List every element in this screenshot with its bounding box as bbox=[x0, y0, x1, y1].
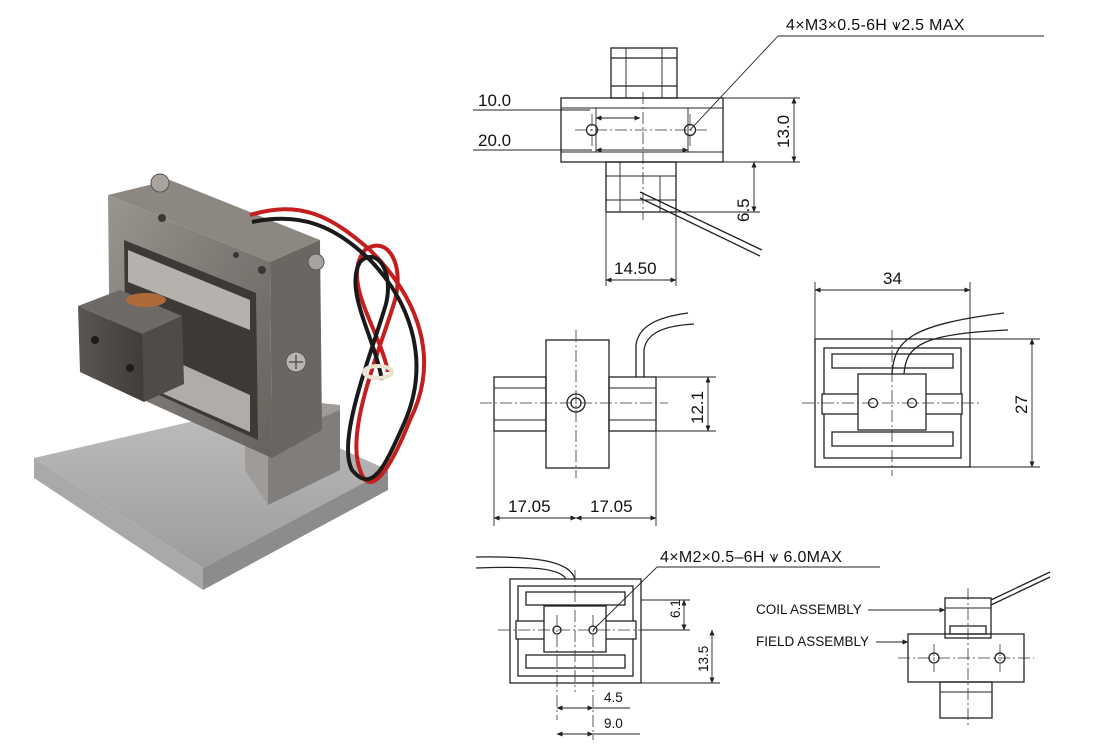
housing-hole-2 bbox=[233, 252, 239, 258]
dim-20: 20.0 bbox=[478, 131, 511, 150]
dim-10: 10.0 bbox=[478, 91, 511, 110]
coil-hole-1 bbox=[91, 336, 99, 344]
dim-14-50: 14.50 bbox=[614, 259, 657, 278]
coil-block-side bbox=[142, 316, 184, 402]
wire-tie bbox=[362, 364, 394, 380]
bottom-view: 6.1 13.5 4.5 9.0 4×M2×0.5–6H ⩛ 6.0MAX bbox=[475, 549, 880, 740]
side-view: 12.1 17.05 17.05 bbox=[480, 312, 716, 526]
screw-top-right bbox=[307, 253, 325, 271]
coil-block-top bbox=[78, 290, 182, 334]
screw-top-left bbox=[150, 173, 170, 193]
wire-black bbox=[251, 216, 419, 482]
field-assembly-label: FIELD ASSEMBLY bbox=[756, 634, 869, 649]
thread-callout-m2: 4×M2×0.5–6H ⩛ 6.0MAX bbox=[660, 549, 842, 566]
housing-top bbox=[108, 180, 320, 262]
wire-red bbox=[249, 207, 427, 484]
dim-34: 34 bbox=[883, 269, 902, 288]
coil-block-front bbox=[78, 306, 144, 402]
base-plate-front bbox=[34, 458, 203, 590]
dim-6-1: 6.1 bbox=[668, 599, 683, 618]
thread-callout-m3: 4×M3×0.5-6H ⩛2.5 MAX bbox=[786, 17, 965, 34]
housing-hole-3 bbox=[258, 266, 266, 274]
dim-12-1: 12.1 bbox=[688, 391, 707, 424]
coil-winding bbox=[126, 293, 166, 307]
base-plate-side bbox=[203, 470, 388, 590]
dim-13-5: 13.5 bbox=[696, 646, 711, 672]
product-photo bbox=[34, 173, 427, 590]
dim-6-5: 6.5 bbox=[734, 198, 753, 222]
dim-13: 13.0 bbox=[774, 115, 793, 148]
housing-hole-1 bbox=[158, 214, 166, 222]
dim-17-05-left: 17.05 bbox=[508, 497, 551, 516]
top-view: 10.0 20.0 13.0 6.5 14.50 4×M3×0.5-6H ⩛2.… bbox=[473, 17, 1044, 286]
assembly-view: COIL ASSEMBLY FIELD ASSEMBLY bbox=[756, 571, 1051, 728]
front-view: 34 27 bbox=[802, 269, 1040, 476]
dim-4-5: 4.5 bbox=[604, 690, 623, 705]
dim-27: 27 bbox=[1012, 395, 1031, 414]
dim-9-0: 9.0 bbox=[604, 716, 623, 731]
housing-side bbox=[270, 240, 322, 458]
coil-assembly-label: COIL ASSEMBLY bbox=[756, 602, 862, 617]
coil-hole-2 bbox=[126, 364, 134, 372]
dim-17-05-right: 17.05 bbox=[590, 497, 633, 516]
magnet-top bbox=[128, 250, 250, 330]
